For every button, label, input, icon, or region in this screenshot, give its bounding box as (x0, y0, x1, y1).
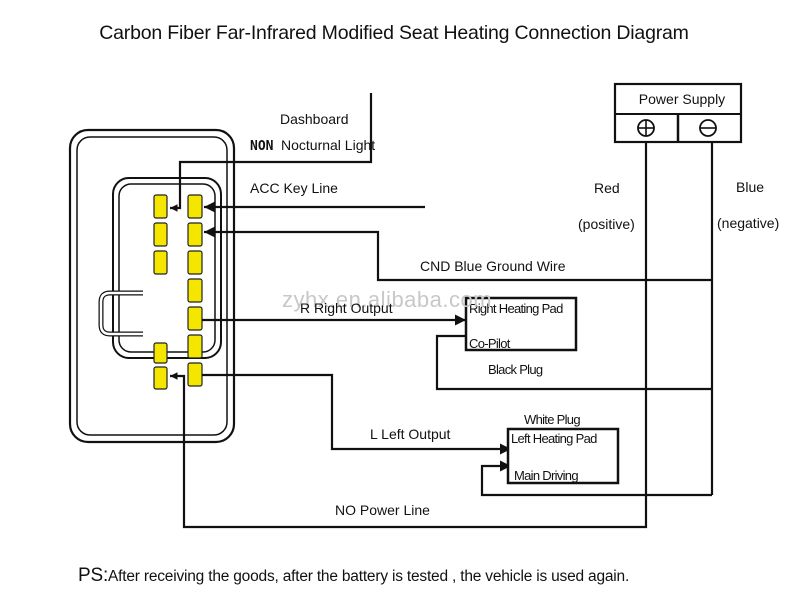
power-supply-box: Power Supply (613, 82, 743, 144)
label-no-power-line: NO Power Line (335, 502, 430, 518)
label-right-output: R Right Output (300, 300, 393, 316)
wire-nocturnal-light (170, 93, 373, 212)
positive-terminal-icon (637, 119, 655, 137)
wire-cnd-ground (204, 226, 712, 282)
power-supply-label: Power Supply (639, 91, 725, 107)
label-cnd-ground: CND Blue Ground Wire (420, 258, 566, 274)
wires (170, 93, 714, 529)
left-heating-pad: Left Heating Pad Main Driving White Plug (506, 412, 620, 485)
label-left-output: L Left Output (370, 426, 451, 442)
pin-right-3 (187, 250, 203, 275)
negative-terminal-icon (699, 119, 717, 137)
latch-inner (99, 291, 143, 336)
footnote-prefix: PS: (78, 565, 109, 586)
right-pad-plug: Black Plug (488, 362, 543, 377)
pin-right-5 (187, 306, 203, 331)
footnote-text: After receiving the goods, after the bat… (108, 568, 630, 585)
left-pad-title: Left Heating Pad (511, 431, 597, 446)
right-heating-pad: Right Heating Pad Co-Pilot Black Plug (464, 296, 578, 377)
pin-left-1 (153, 194, 168, 219)
housing-outer (68, 128, 236, 444)
wire-right-pad-return (435, 334, 712, 391)
label-acc-key-line: ACC Key Line (250, 180, 338, 196)
pin-left-3 (153, 250, 168, 275)
pin-right-6 (187, 334, 203, 359)
label-negative: (negative) (717, 215, 779, 231)
left-pad-plug: White Plug (524, 412, 580, 427)
label-blue: Blue (736, 179, 764, 195)
wire-no-power-line (170, 140, 648, 529)
left-pad-subtitle: Main Driving (514, 468, 578, 483)
label-positive: (positive) (578, 216, 635, 232)
label-nocturnal-light: Nocturnal Light (281, 137, 375, 153)
label-red: Red (594, 180, 620, 196)
diagram-title: Carbon Fiber Far-Infrared Modified Seat … (99, 22, 689, 44)
pin-left-5 (153, 366, 168, 390)
right-pad-subtitle: Co-Pilot (469, 336, 511, 351)
connector-housing (68, 128, 236, 444)
watermark: zyhx.en.alibaba.com (282, 287, 492, 312)
label-non: NON (250, 139, 274, 154)
pin-right-1 (187, 194, 203, 219)
footnote: PS:After receiving the goods, after the … (78, 565, 629, 587)
pin-right-4 (187, 278, 203, 303)
housing-outer-inner (76, 136, 228, 436)
right-pad-title: Right Heating Pad (469, 301, 563, 316)
pin-left-2 (153, 222, 168, 247)
wire-left-output (202, 373, 511, 455)
connector-pins (153, 194, 203, 390)
label-dashboard: Dashboard (280, 111, 349, 127)
latch-outer (98, 290, 143, 337)
pin-left-4 (153, 342, 168, 364)
pin-right-2 (187, 222, 203, 247)
pin-right-7 (187, 362, 203, 387)
wire-left-pad-return (480, 460, 712, 497)
